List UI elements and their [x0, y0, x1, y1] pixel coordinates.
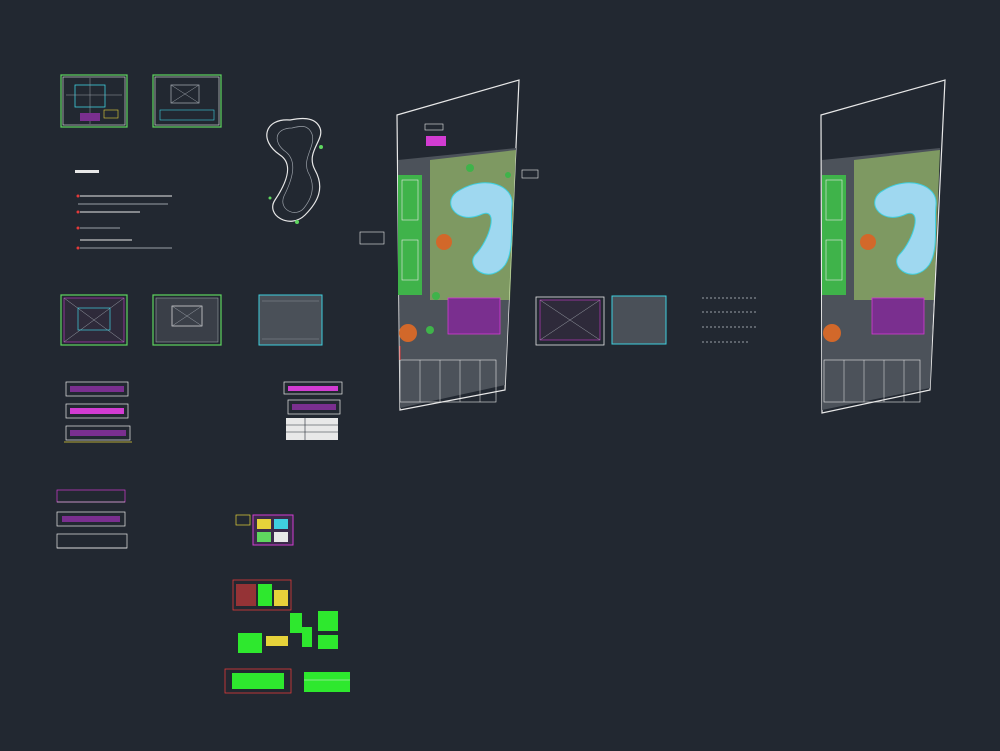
site-plan-copy[interactable] — [820, 79, 946, 414]
floor-plan-4[interactable] — [152, 294, 222, 346]
site-plan-main[interactable] — [359, 79, 539, 411]
detail-sheet[interactable] — [235, 514, 294, 546]
details-cluster[interactable] — [224, 579, 350, 694]
roof-plan[interactable] — [258, 294, 323, 346]
elevations[interactable] — [56, 489, 128, 549]
floor-plan-2[interactable] — [152, 74, 222, 128]
sections-b[interactable] — [283, 381, 343, 440]
sections-a[interactable] — [64, 381, 132, 443]
floor-plan-1[interactable] — [60, 74, 128, 128]
floor-plan-5[interactable] — [535, 296, 605, 346]
notes-text[interactable] — [702, 297, 756, 343]
pool-plan[interactable] — [266, 117, 323, 224]
roof-plan-2[interactable] — [611, 295, 667, 345]
floor-plan-3[interactable] — [60, 294, 128, 346]
title-block[interactable] — [75, 170, 172, 250]
